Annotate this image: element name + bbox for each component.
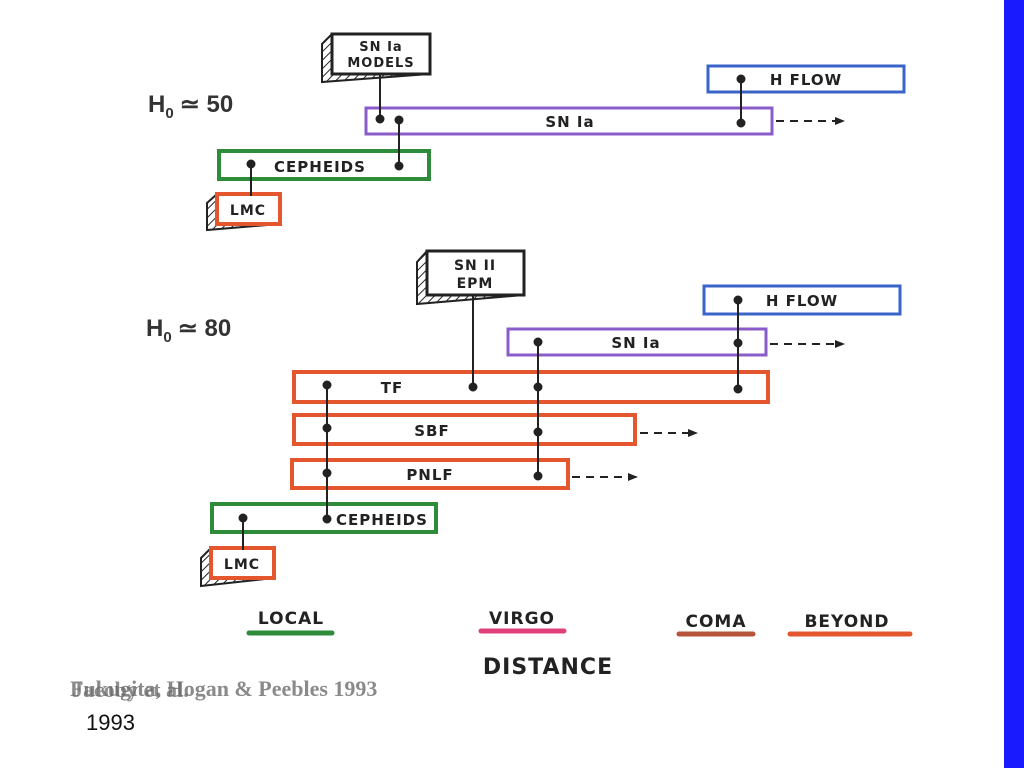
citation-overlay-b: Jacoby et al. <box>72 677 189 702</box>
bottom-h-flow-label: H FLOW <box>766 292 838 310</box>
top-cepheids-label: CEPHEIDS <box>274 158 366 176</box>
bottom-lmc-label: LMC <box>224 557 260 573</box>
top-ladder: H0≃ 50 SN Ia MODELS H FLOW SN Ia CEPHEID… <box>148 32 906 232</box>
sn-ia-models-line1: SN Ia <box>359 40 402 55</box>
sn-ii-epm-line2: EPM <box>457 276 494 292</box>
h0-50-label: H0≃ 50 <box>148 91 233 122</box>
top-sn-ia-label: SN Ia <box>545 113 594 131</box>
citation-overlay-a: Fukugita, Hogan & Peebles 1993 <box>70 676 378 701</box>
bottom-cepheids-label: CEPHEIDS <box>336 511 428 529</box>
coma-label: COMA <box>685 612 746 632</box>
bottom-sn-ia-label: SN Ia <box>611 334 660 352</box>
top-cepheids-bar: CEPHEIDS <box>217 149 431 181</box>
top-sn-ia-bar: SN Ia <box>364 106 845 136</box>
sn-ia-models-line2: MODELS <box>347 56 414 71</box>
tf-label: TF <box>381 379 403 397</box>
top-connectors <box>246 74 746 196</box>
top-lmc-label: LMC <box>230 203 266 219</box>
citation-year: 1993 <box>86 710 135 735</box>
bottom-sn-ia-bar: SN Ia <box>506 327 845 357</box>
distance-scale: LOCAL VIRGO COMA BEYOND DISTANCE <box>246 609 913 680</box>
tf-bar: TF <box>292 370 770 404</box>
sn-ii-epm-box: SN II EPM <box>416 249 526 306</box>
top-lmc-box: LMC <box>206 192 282 232</box>
pnlf-label: PNLF <box>406 466 453 484</box>
bottom-h-flow-box: H FLOW <box>702 284 902 316</box>
sn-ia-models-box: SN Ia MODELS <box>321 32 432 84</box>
sbf-label: SBF <box>414 422 449 440</box>
h0-80-label: H0≃ 80 <box>146 315 231 346</box>
bottom-lmc-box: LMC <box>200 546 276 588</box>
local-label: LOCAL <box>258 609 324 629</box>
sn-ii-epm-line1: SN II <box>454 258 496 274</box>
bottom-ladder: H0≃ 80 SN II EPM H FLOW SN Ia TF <box>146 249 902 588</box>
virgo-label: VIRGO <box>489 609 555 629</box>
pnlf-bar: PNLF <box>290 458 638 490</box>
bottom-cepheids-bar: CEPHEIDS <box>210 502 438 534</box>
beyond-label: BEYOND <box>804 612 889 632</box>
top-h-flow-label: H FLOW <box>770 71 842 89</box>
sbf-bar: SBF <box>292 413 698 446</box>
bottom-connectors <box>238 295 743 550</box>
right-edge-bar <box>1004 0 1024 768</box>
distance-axis-label: DISTANCE <box>483 655 613 680</box>
